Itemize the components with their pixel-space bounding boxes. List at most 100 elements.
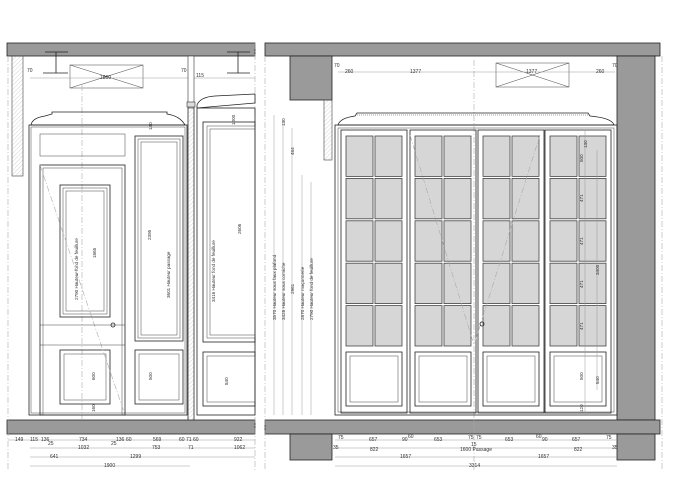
dim-label: 2961 bbox=[290, 283, 295, 294]
lower-panel-moulding bbox=[418, 355, 468, 403]
lower-panel bbox=[345, 351, 403, 407]
ceiling-slab-right bbox=[264, 42, 661, 57]
glass-pane bbox=[443, 177, 472, 220]
glass-pane bbox=[549, 262, 578, 305]
glass-pane bbox=[511, 177, 540, 220]
dim-label: 260 bbox=[345, 69, 354, 75]
glass-pane bbox=[443, 305, 472, 347]
door-boiserie: 2790 Hauteur fond de feuillure 1865 2395… bbox=[28, 111, 188, 416]
dim-label: 3400 bbox=[595, 264, 600, 275]
glass-pane bbox=[443, 220, 472, 262]
glass-pane bbox=[482, 305, 511, 347]
dim-label: 2606 bbox=[237, 223, 242, 234]
dim-label: 922 bbox=[234, 437, 243, 443]
dim-label: 641 bbox=[50, 454, 59, 460]
dim-label: 657 bbox=[369, 437, 378, 443]
left-elevation: 1860 70 70 115 2790 Hauteur fond de feui… bbox=[6, 42, 256, 470]
ceiling-light-icon bbox=[227, 51, 250, 74]
glass-pane bbox=[414, 305, 443, 347]
glass-pane bbox=[345, 262, 374, 305]
door-leaf[interactable] bbox=[340, 129, 408, 414]
ceiling-light-icon bbox=[43, 51, 68, 74]
dim-label: 90 bbox=[402, 437, 408, 443]
right-elevation: 70 260 1377 1377 260 70 3570 Hauteur sou… bbox=[264, 42, 663, 470]
dim-label: 2790 Hauteur fond de feuillure bbox=[74, 238, 79, 300]
glass-pane bbox=[482, 177, 511, 220]
glass-pane bbox=[549, 177, 578, 220]
dim-label: 71 bbox=[188, 445, 194, 451]
dim-label: 35 bbox=[333, 445, 339, 451]
dim-label: 2790 Hauteur fond de feuillure bbox=[309, 258, 314, 320]
glass-pane bbox=[374, 305, 403, 347]
glass-pane bbox=[374, 262, 403, 305]
dim-label: 600 bbox=[91, 372, 96, 380]
dim-label: 90 bbox=[542, 437, 548, 443]
dim-label: 149 bbox=[15, 437, 24, 443]
right-vertical-dims: 130 500 471 471 471 471 3400 500 840 120 bbox=[579, 130, 600, 415]
door-handle-icon[interactable] bbox=[479, 321, 485, 327]
dim-label: 160 bbox=[91, 404, 96, 412]
ceiling-slab-left bbox=[6, 42, 256, 57]
glass-pane bbox=[578, 135, 607, 177]
dim-label: 471 bbox=[579, 322, 584, 330]
door-leaf[interactable] bbox=[544, 129, 612, 414]
glass-pane bbox=[345, 177, 374, 220]
dim-label: 3416 Hauteur fond de feuillure bbox=[211, 240, 216, 302]
glass-pane bbox=[374, 135, 403, 177]
pier-right bbox=[616, 433, 656, 461]
dim-label: 657 bbox=[572, 437, 581, 443]
door-leaf[interactable] bbox=[477, 129, 545, 414]
dim-label: 115 bbox=[30, 437, 38, 443]
dim-label: 60 bbox=[193, 437, 199, 443]
dim-label: 60 bbox=[536, 434, 542, 440]
dim-label: 75 bbox=[338, 435, 344, 441]
glass-pane bbox=[578, 220, 607, 262]
dim-label: 1377 bbox=[526, 69, 537, 75]
dim-label: 1032 bbox=[78, 445, 89, 451]
dim-label: 130 bbox=[583, 140, 588, 148]
bottom-dimensions-left: 149 115 136 25 734 25 136 60 569 60 71 6… bbox=[8, 437, 255, 469]
glass-pane bbox=[345, 220, 374, 262]
cornice bbox=[337, 112, 615, 126]
glazed-doors bbox=[340, 129, 612, 414]
dim-label: 2395 bbox=[147, 229, 152, 240]
dim-label: 75 bbox=[476, 435, 482, 441]
glass-pane bbox=[482, 220, 511, 262]
glass-pane bbox=[374, 220, 403, 262]
glass-pane bbox=[511, 220, 540, 262]
height-dimensions: 3570 Hauteur sous faux plafond 3426 Haut… bbox=[272, 115, 314, 415]
ventilation-grille-icon bbox=[495, 62, 570, 88]
dim-label: 130 bbox=[148, 122, 153, 130]
dim-label: 1860 bbox=[100, 75, 111, 81]
floor-slab-left bbox=[6, 419, 256, 435]
dim-label: 2870 Hauteur maçonnerie bbox=[300, 266, 305, 320]
glass-pane bbox=[578, 177, 607, 220]
wall-right bbox=[616, 55, 656, 421]
dim-label: 753 bbox=[152, 445, 161, 451]
glass-pane bbox=[345, 305, 374, 347]
lower-panel-moulding bbox=[553, 355, 603, 403]
dim-label: 484 bbox=[290, 147, 295, 155]
dim-label: 136 bbox=[116, 437, 125, 443]
dim-label: 3601 Hauteur passage bbox=[166, 251, 171, 298]
glass-pane bbox=[511, 135, 540, 177]
glass-pane bbox=[549, 135, 578, 177]
floor-slab-right bbox=[264, 419, 661, 435]
glass-pane bbox=[578, 305, 607, 347]
wall-section-left bbox=[11, 55, 24, 177]
glass-pane bbox=[511, 305, 540, 347]
dim-label: 60 bbox=[408, 434, 414, 440]
dim-label: 734 bbox=[79, 437, 88, 443]
dim-label: 471 bbox=[579, 194, 584, 202]
dim-label: 1377 bbox=[410, 69, 421, 75]
door-leaf[interactable] bbox=[409, 129, 477, 414]
lower-panel bbox=[482, 351, 540, 407]
glass-pane bbox=[414, 262, 443, 305]
glass-pane bbox=[511, 262, 540, 305]
dim-label: 1900 bbox=[104, 463, 115, 469]
dim-label: 1865 bbox=[92, 247, 97, 258]
glass-pane bbox=[578, 262, 607, 305]
dim-label: 471 bbox=[579, 237, 584, 245]
dim-label: 500 bbox=[579, 154, 584, 162]
